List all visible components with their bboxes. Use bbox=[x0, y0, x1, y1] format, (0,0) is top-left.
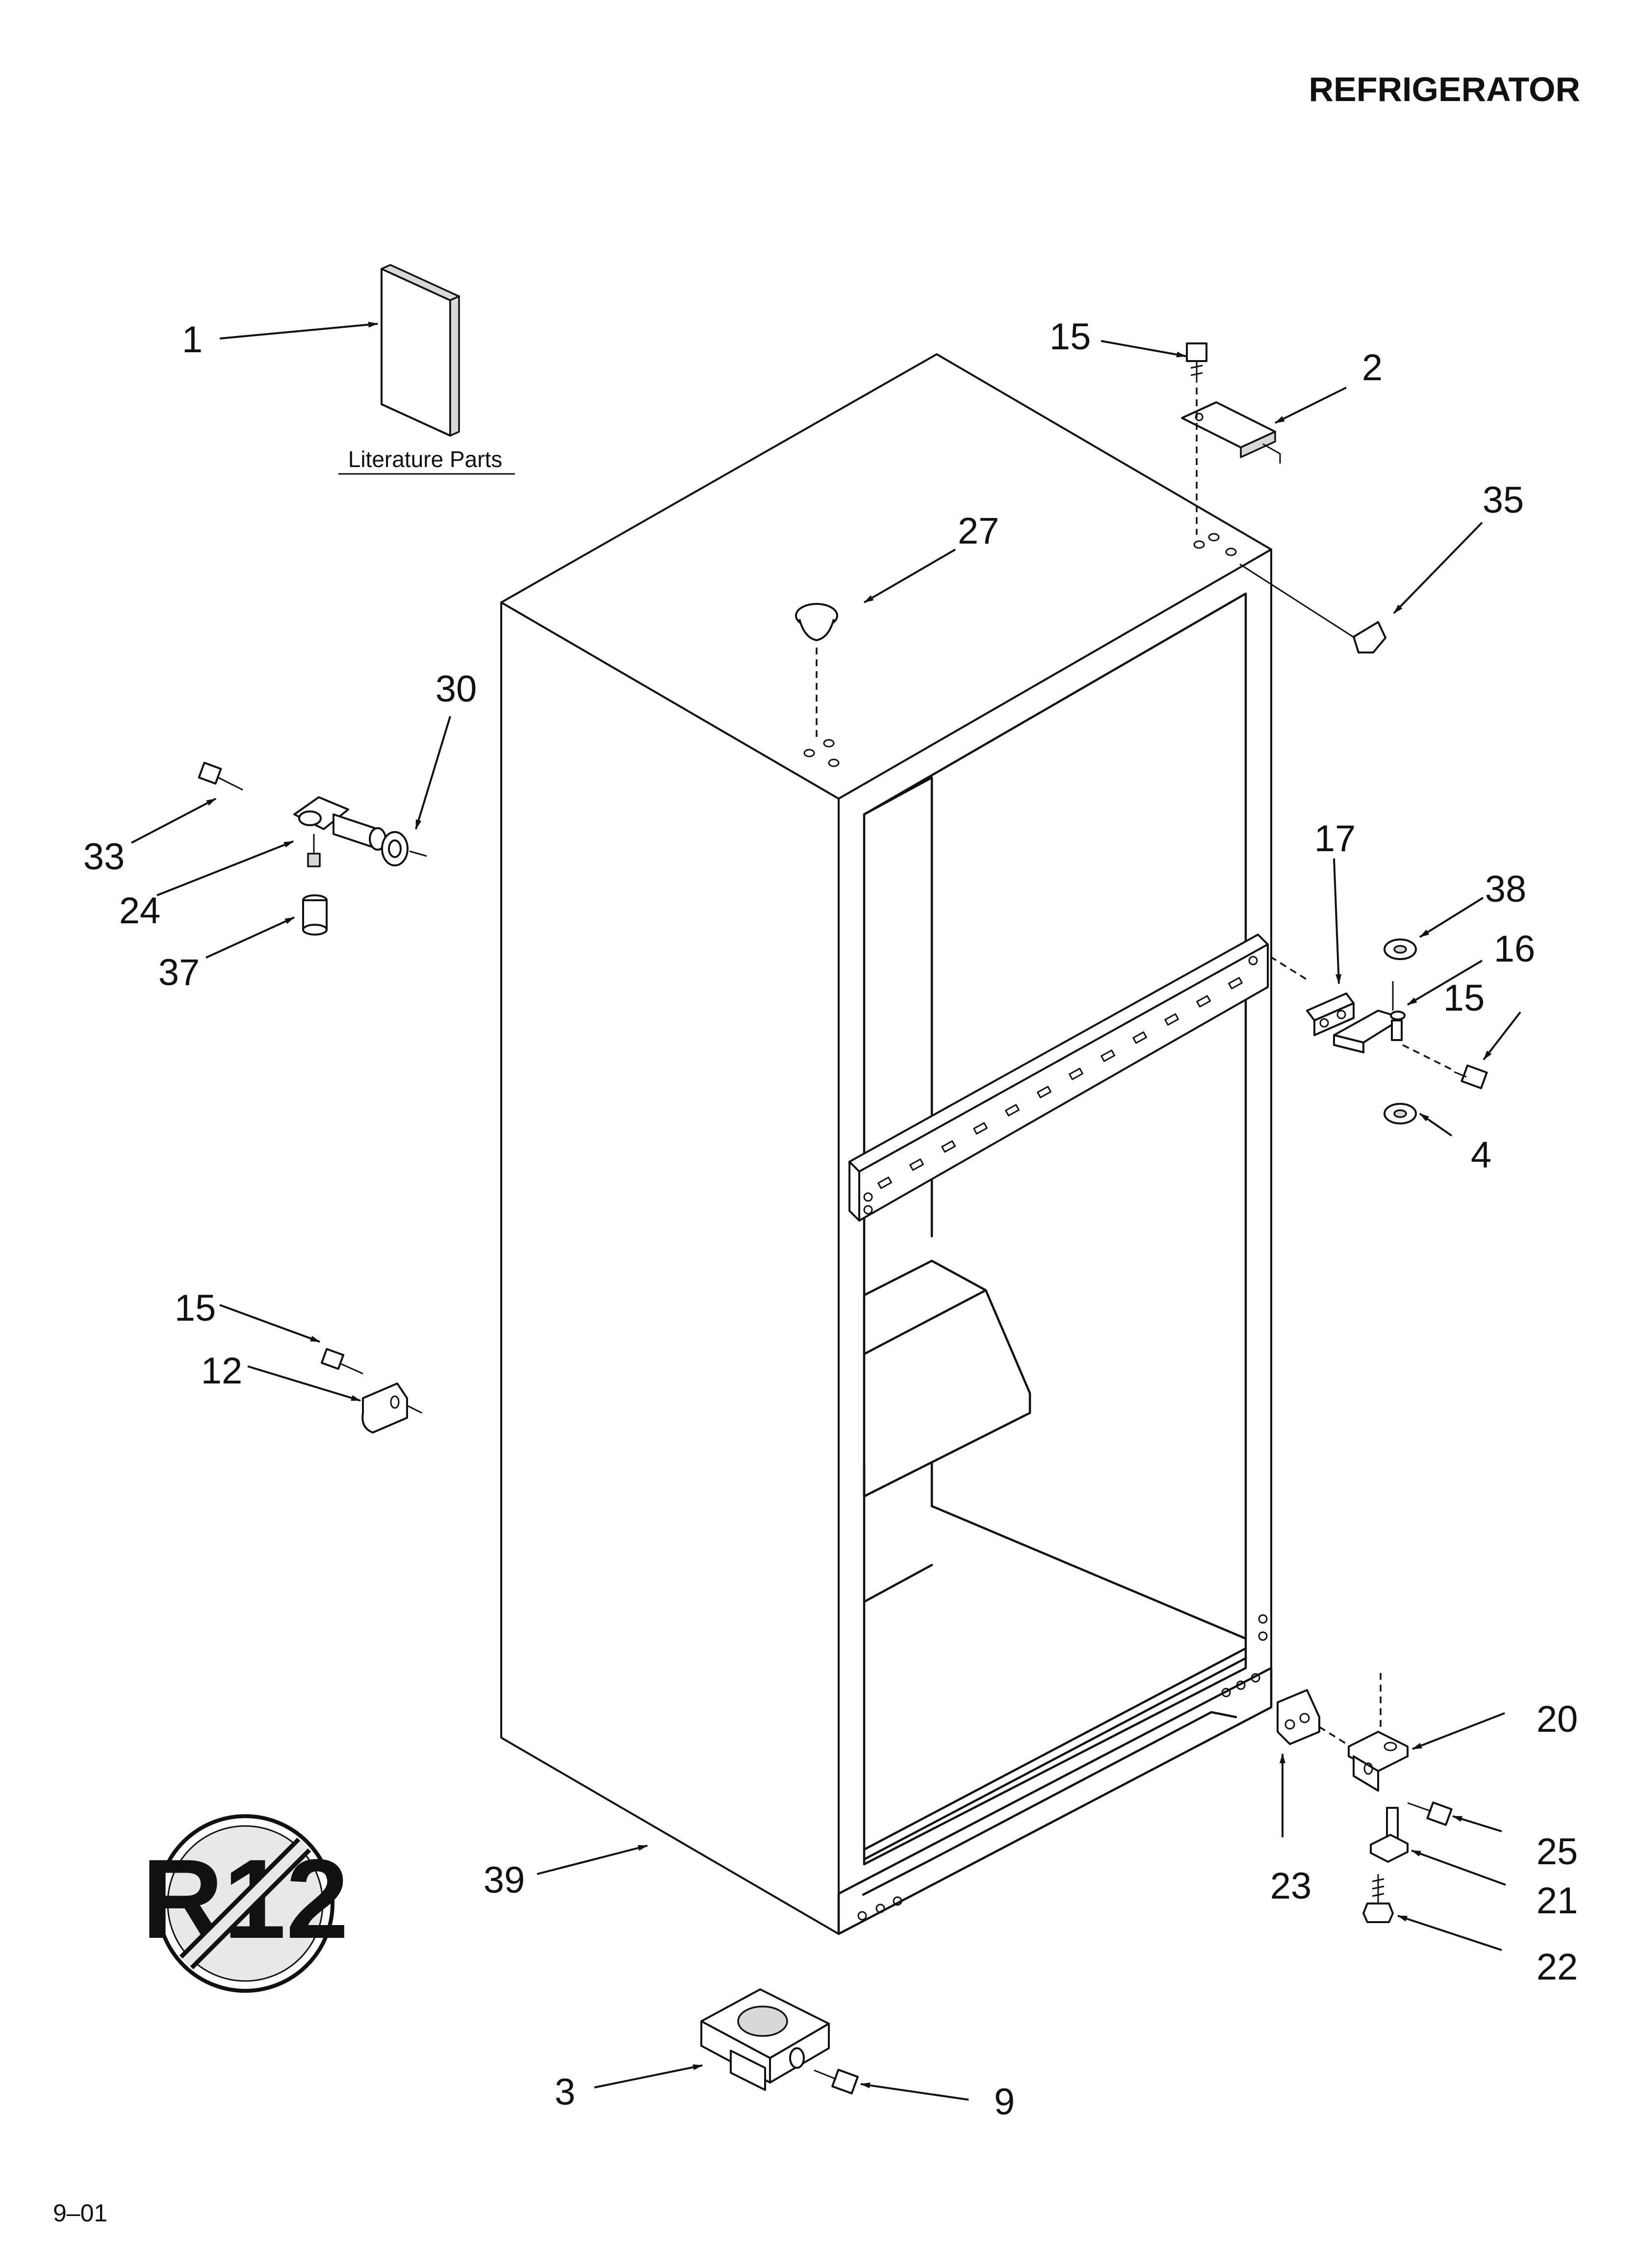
leader-lines bbox=[131, 321, 1521, 2101]
callout-38: 38 bbox=[1485, 868, 1527, 910]
callout-2: 2 bbox=[1362, 347, 1383, 389]
hinge-cover-35 bbox=[1239, 563, 1386, 653]
left-hinge-screw-33 bbox=[198, 761, 243, 791]
callout-1: 1 bbox=[182, 319, 203, 361]
leveling-screw-22 bbox=[1362, 1874, 1394, 1923]
callout-37: 37 bbox=[158, 952, 200, 993]
left-hinge-24 bbox=[293, 796, 386, 867]
callout-9: 9 bbox=[994, 2081, 1015, 2123]
roller-assembly-3 bbox=[700, 1988, 830, 2091]
callout-24: 24 bbox=[119, 890, 161, 932]
center-hinge-shim-17 bbox=[1306, 992, 1355, 1036]
callout-30: 30 bbox=[436, 668, 477, 710]
washer-30 bbox=[381, 831, 427, 866]
spacer-37 bbox=[302, 894, 328, 936]
callout-27: 27 bbox=[958, 510, 1000, 552]
callout-35: 35 bbox=[1483, 479, 1524, 521]
washer-4 bbox=[1384, 1103, 1417, 1124]
washer-38 bbox=[1384, 938, 1417, 960]
roller-screw-9 bbox=[814, 2068, 859, 2095]
callout-15-mid: 15 bbox=[1443, 977, 1485, 1019]
callout-20: 20 bbox=[1537, 1698, 1578, 1740]
bottom-hinge-20 bbox=[1348, 1731, 1409, 1792]
page-title: REFRIGERATOR bbox=[1308, 70, 1580, 108]
callout-3: 3 bbox=[555, 2071, 575, 2113]
center-hinge-16 bbox=[1333, 981, 1406, 1053]
footer-code: 9–01 bbox=[53, 2199, 107, 2227]
hinge-dash-line bbox=[1270, 956, 1310, 982]
literature-parts-label: Literature Parts bbox=[348, 446, 502, 472]
hinge-pin-21 bbox=[1370, 1807, 1409, 1863]
bottom-hinge-shim-23 bbox=[1277, 1689, 1320, 1745]
plug-part-27 bbox=[795, 603, 838, 738]
top-hinge-bracket-2 bbox=[1181, 388, 1281, 535]
callout-33: 33 bbox=[83, 836, 125, 878]
door-stop-12 bbox=[361, 1382, 422, 1434]
callout-25: 25 bbox=[1537, 1831, 1578, 1873]
callout-4: 4 bbox=[1471, 1134, 1491, 1176]
literature-booklet bbox=[381, 264, 460, 437]
callout-23: 23 bbox=[1270, 1865, 1312, 1907]
no-r12-logo: R12 bbox=[142, 1814, 349, 1993]
callout-12: 12 bbox=[201, 1350, 243, 1392]
top-hinge-screw-15 bbox=[1186, 342, 1207, 383]
callout-39: 39 bbox=[484, 1859, 525, 1901]
callout-16: 16 bbox=[1494, 928, 1536, 970]
callout-21: 21 bbox=[1537, 1880, 1578, 1922]
hinge-dash-line-2 bbox=[1402, 1044, 1452, 1070]
bottom-hinge-screw-25 bbox=[1407, 1801, 1453, 1826]
callout-22: 22 bbox=[1537, 1946, 1578, 1988]
callout-15-left: 15 bbox=[175, 1287, 216, 1329]
door-stop-screw-15 bbox=[320, 1348, 363, 1375]
callout-15-top: 15 bbox=[1050, 316, 1091, 358]
center-hinge-screw-15 bbox=[1454, 1064, 1488, 1090]
callout-17: 17 bbox=[1314, 818, 1356, 860]
refrigerator-cabinet bbox=[500, 353, 1273, 1935]
